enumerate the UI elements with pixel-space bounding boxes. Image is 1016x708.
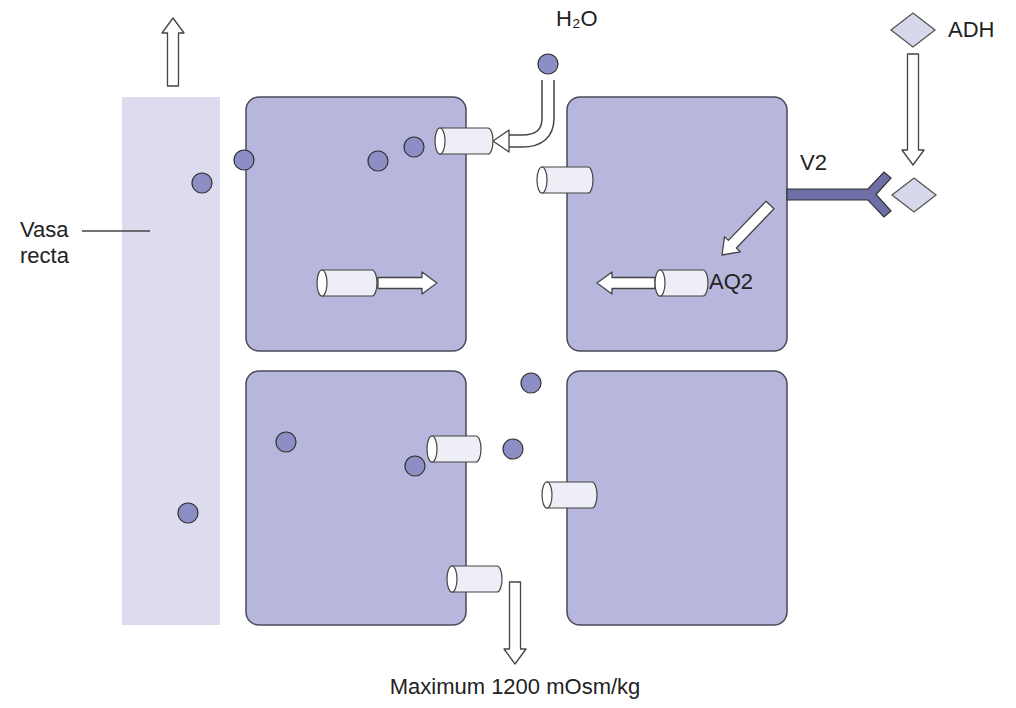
- water-channel: [537, 167, 593, 193]
- channel-end: [447, 566, 457, 592]
- water-molecule: [178, 503, 198, 523]
- flow-arrow: [902, 54, 924, 165]
- channel-end: [537, 167, 547, 193]
- channel-end: [435, 128, 445, 154]
- water-molecule: [404, 137, 424, 157]
- channel-end: [655, 270, 665, 296]
- channel-end: [317, 270, 327, 296]
- channel-body: [322, 270, 377, 296]
- water-molecule: [538, 54, 558, 74]
- hormone-diamond: ADH: [882, 8, 1000, 52]
- flow-arrow: [597, 272, 655, 294]
- channel-body: [432, 436, 481, 462]
- vessel-band: Vasa recta: [122, 97, 220, 625]
- water-channel: [542, 482, 597, 508]
- channel-end: [542, 482, 552, 508]
- water-arrow-head: [493, 130, 509, 152]
- channel-body: [547, 482, 597, 508]
- water-channel: [435, 128, 493, 154]
- channel-end: [427, 436, 437, 462]
- epithelial-cell: [567, 97, 787, 351]
- leader-line: [82, 230, 150, 231]
- receptor-label: V2: [800, 150, 827, 176]
- molecule-label: H₂O: [556, 6, 598, 32]
- channel-body: [542, 167, 593, 193]
- flow-arrow: [162, 18, 184, 86]
- channel-body: [660, 270, 708, 296]
- water-molecule: [368, 151, 388, 171]
- osmolality-note: Maximum 1200 mOsm/kg: [390, 674, 641, 700]
- epithelial-cell: [567, 371, 787, 625]
- water-channel: [447, 566, 502, 592]
- water-arrow-outline: [508, 80, 548, 141]
- water-channel: [427, 436, 481, 462]
- water-molecule: [405, 456, 425, 476]
- water-arrow-body: [508, 80, 548, 141]
- channel-label: AQ2: [709, 269, 753, 295]
- channel-body: [452, 566, 502, 592]
- channel-body: [440, 128, 493, 154]
- water-channel: [655, 270, 708, 296]
- vessel-shape: [122, 97, 220, 625]
- flow-arrow: [722, 201, 774, 255]
- water-molecule: [521, 373, 541, 393]
- v2-receptor: [787, 172, 891, 217]
- epithelial-cell: [246, 371, 466, 625]
- water-channel: [317, 270, 377, 296]
- bound-adh: [892, 178, 936, 212]
- diamond-shape: [882, 8, 940, 52]
- flow-arrow: [378, 272, 437, 294]
- water-molecule: [234, 150, 254, 170]
- vessel-label: Vasa recta: [20, 217, 98, 270]
- epithelial-cell: [246, 97, 466, 351]
- flow-arrow: [504, 582, 526, 664]
- vessel-fill: [122, 97, 220, 625]
- hormone-label: ADH: [948, 17, 994, 43]
- water-molecule: [276, 432, 296, 452]
- diamond-outline: [891, 13, 935, 47]
- water-molecule: [503, 439, 523, 459]
- water-molecule: [192, 173, 212, 193]
